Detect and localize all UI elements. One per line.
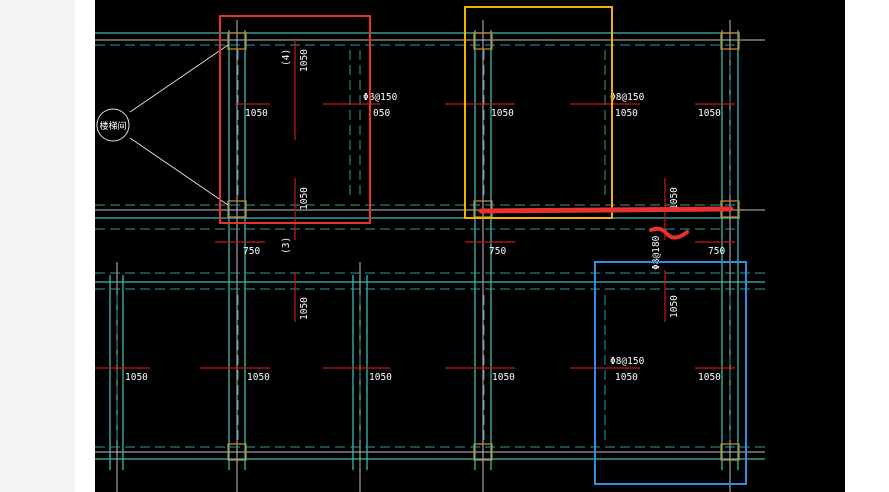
rebar-spec: Φ8@150 <box>363 92 398 103</box>
stair-label: 楼梯间 <box>99 120 126 132</box>
stair-leader <box>96 44 229 206</box>
cad-drawing: 楼梯间 1050 050 1050 1050 1050 Φ8@150 Φ8@15… <box>95 6 765 492</box>
dim-1050: 1050 <box>615 372 638 383</box>
dim-1050: 1050 <box>698 108 721 119</box>
rebar-spec-vertical: Φ8@180 <box>651 235 662 270</box>
dim-1050: 1050 <box>245 108 268 119</box>
rebar-spec: Φ8@150 <box>610 356 645 367</box>
beam-lines <box>95 30 765 470</box>
page-margin <box>75 0 95 492</box>
dim-1050: 1050 <box>492 372 515 383</box>
dim-1050-vertical: 1050 <box>299 297 310 320</box>
dim-1050: 1050 <box>125 372 148 383</box>
dim-1050-vertical: 1050 <box>299 49 310 72</box>
dim-750: 750 <box>489 246 506 257</box>
dim-1050-vertical: 1050 <box>669 187 680 210</box>
dim-050: 050 <box>373 108 390 119</box>
left-panel <box>0 0 75 492</box>
annotations: 1050 050 1050 1050 1050 Φ8@150 Φ8@150 Φ8… <box>125 49 725 383</box>
cad-drawing-viewport[interactable]: 楼梯间 1050 050 1050 1050 1050 Φ8@150 Φ8@15… <box>95 0 845 492</box>
dim-1050: 1050 <box>615 108 638 119</box>
dim-750: 750 <box>708 246 725 257</box>
dim-1050: 1050 <box>491 108 514 119</box>
dim-1050-vertical: 1050 <box>299 187 310 210</box>
markup-line <box>478 206 734 214</box>
mark-3: (3) <box>281 237 292 254</box>
hidden-lines <box>95 44 765 448</box>
dim-1050: 1050 <box>247 372 270 383</box>
mark-4: (4) <box>281 49 292 66</box>
highlight-box-yellow <box>464 6 613 219</box>
dim-1050: 1050 <box>698 372 721 383</box>
dim-1050-vertical: 1050 <box>669 295 680 318</box>
axis-grid-lines <box>95 20 765 492</box>
right-margin <box>845 0 889 492</box>
markup-squiggle <box>649 226 689 240</box>
rebar-lines <box>95 40 735 369</box>
dim-750: 750 <box>243 246 260 257</box>
highlight-box-red <box>219 15 371 224</box>
dim-1050: 1050 <box>369 372 392 383</box>
rebar-spec: Φ8@150 <box>610 92 645 103</box>
highlight-box-blue <box>594 261 747 485</box>
